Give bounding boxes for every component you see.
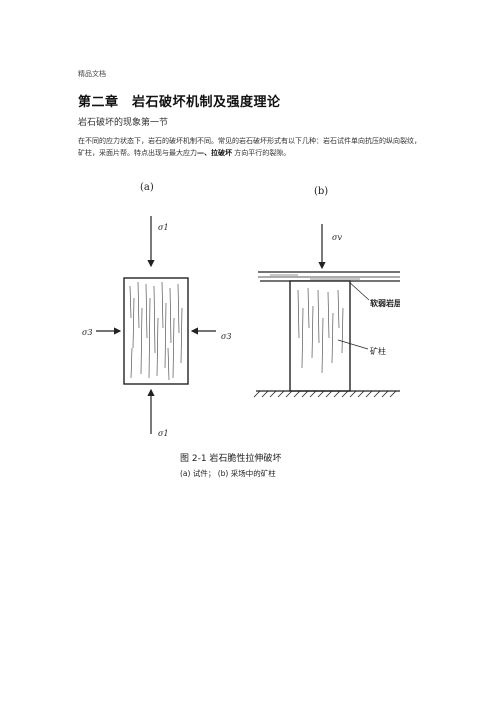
sigma1-top-label: σ1 [158, 223, 169, 232]
sigma3-right-label: σ3 [221, 332, 232, 341]
figure-caption: 图 2-1 岩石脆性拉伸破坏 [180, 454, 282, 464]
body-paragraph: 在不同的应力状态下，岩石的破坏机制不同。常见的岩石破坏形式有以下几种：岩石试件单… [78, 135, 423, 159]
pillar-label: 矿柱 [370, 346, 386, 356]
weak-layer-label: 软弱岩层 [370, 298, 400, 308]
figure-subcaption: (a) 试件； (b) 采场中的矿柱 [180, 469, 276, 478]
panel-b-label: (b) [314, 186, 328, 197]
sigma1-bottom-label: σ1 [158, 429, 169, 438]
ground-hatching [253, 390, 397, 398]
section-title: 岩石破坏的现象第一节 [78, 118, 169, 128]
figure-2-1: (a) σ1 σ3 σ3 σ1 (b) σv [82, 182, 400, 438]
chapter-title: 第二章 岩石破坏机制及强度理论 [78, 95, 281, 110]
panel-b: (b) σv 软弱岩层 矿柱 [253, 186, 400, 398]
specimen-cracks [129, 281, 183, 381]
pillar-leader [337, 339, 369, 350]
paragraph-text-after: 方向平行的裂隙。 [232, 149, 291, 157]
panel-a: (a) σ1 σ3 σ3 σ1 [82, 182, 232, 438]
weak-rock-layer [258, 271, 400, 282]
sigma3-left-label: σ3 [82, 328, 93, 337]
sigma-b-label: σv [332, 233, 342, 242]
pillar-cracks [297, 287, 344, 374]
document-header-tag: 精品文档 [78, 70, 106, 78]
paragraph-em-dash: — [197, 149, 204, 157]
rock-specimen [123, 277, 189, 385]
panel-a-label: (a) [140, 182, 154, 193]
paragraph-emphasis: 、拉破坏 [204, 149, 232, 157]
mine-pillar [289, 280, 351, 392]
paragraph-text-before: 在不同的应力状态下，岩石的破坏机制不同。常见的岩石破坏形式有以下几种：岩石试件单… [78, 137, 421, 157]
weak-layer-leader [347, 280, 370, 301]
